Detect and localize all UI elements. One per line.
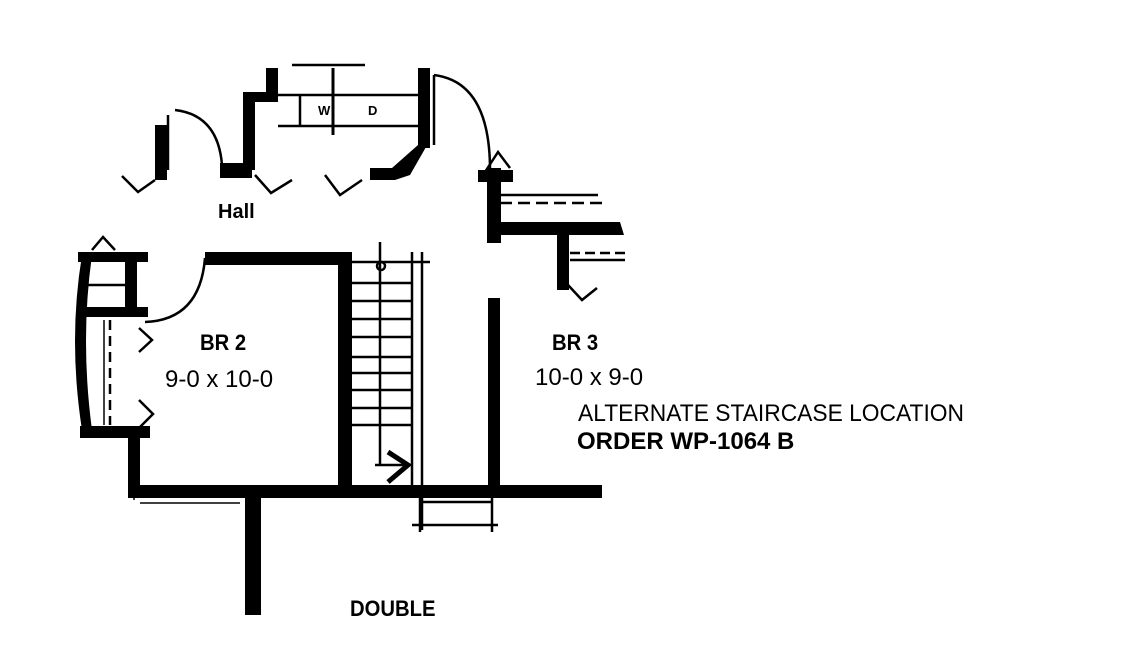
wall — [243, 92, 278, 102]
br2-name: BR 2 — [200, 330, 247, 355]
arrow-right-icon — [386, 449, 413, 484]
closet-door — [138, 327, 154, 353]
br3-dims: 10-0 x 9-0 — [535, 364, 644, 391]
wall — [220, 163, 252, 178]
wall — [245, 490, 261, 615]
door-chevron — [121, 175, 156, 194]
wall — [155, 125, 167, 180]
wall — [266, 68, 278, 98]
wall — [128, 485, 496, 498]
door-swing — [174, 108, 224, 166]
wall — [125, 252, 137, 317]
door-chevron — [324, 174, 363, 197]
door-swing — [433, 73, 492, 171]
wall — [370, 140, 430, 180]
dryer-label: D — [368, 103, 378, 118]
wall — [78, 252, 148, 262]
wall — [418, 68, 430, 148]
closet-door — [138, 399, 155, 429]
door-chevron — [567, 284, 598, 302]
br2-dims: 9-0 x 10-0 — [165, 366, 274, 393]
wall — [557, 230, 569, 290]
wall — [492, 485, 602, 498]
wall — [243, 92, 255, 170]
wall — [75, 255, 92, 430]
alt-staircase-note: ALTERNATE STAIRCASE LOCATION — [578, 400, 964, 427]
garage-label: DOUBLE — [350, 596, 436, 621]
door-chevron — [91, 235, 116, 251]
door-chevron — [254, 174, 293, 195]
wall — [478, 170, 513, 182]
br3-name: BR 3 — [552, 330, 599, 355]
hall-label: Hall — [218, 201, 255, 223]
stair-treads — [352, 281, 412, 427]
wall — [338, 252, 352, 497]
washer-label: W — [318, 103, 331, 118]
wall — [488, 298, 500, 488]
wall — [78, 307, 148, 317]
order-plan-note: ORDER WP-1064 B — [577, 428, 795, 455]
wall — [205, 252, 351, 265]
wall — [494, 222, 624, 235]
door-chevron — [483, 149, 511, 173]
door-swing — [144, 257, 207, 324]
